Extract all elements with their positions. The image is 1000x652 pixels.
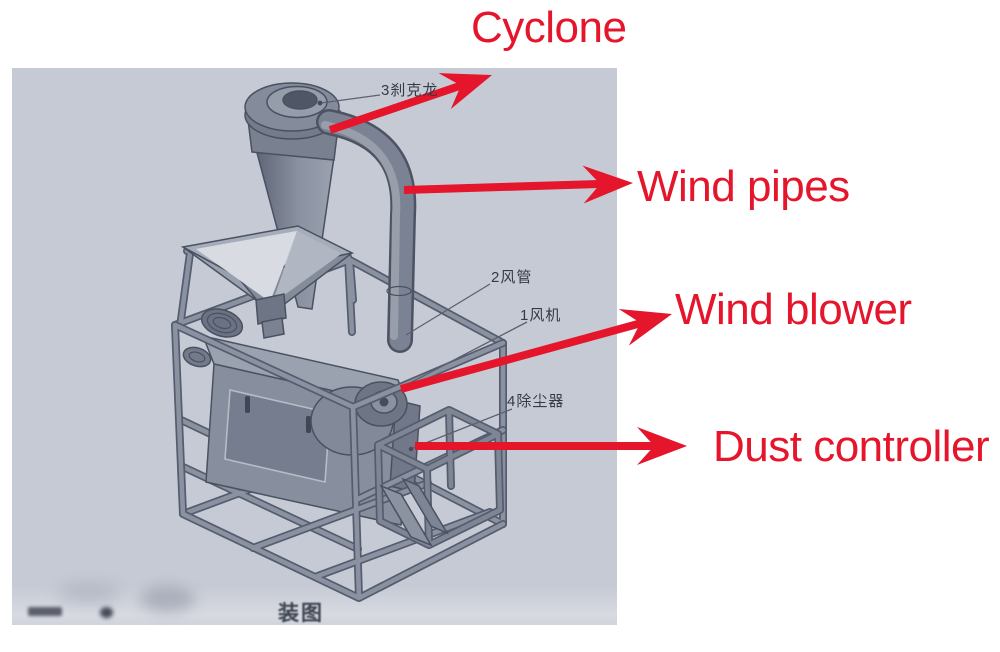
callout-arrows (328, 73, 687, 465)
watermark-smudge (100, 607, 113, 618)
hopper-neck (255, 293, 287, 325)
dust-controller-label: Dust controller (713, 422, 990, 471)
watermark-smudge (28, 607, 62, 616)
watermark-smudge (58, 583, 120, 603)
hopper-inner-wall (196, 231, 297, 302)
door-handle-slot (245, 396, 250, 413)
cyclone-outlet-hole (282, 90, 318, 110)
cyclone-arrow (328, 73, 492, 134)
wind-blower-arrow (399, 309, 672, 393)
wind-blower-label: Wind blower (675, 285, 912, 334)
blower-axle (379, 397, 389, 407)
belt-pulleys (182, 308, 244, 368)
dust-controller-arrow (415, 427, 687, 465)
leader-lines (317, 94, 528, 452)
wind-pipe (316, 109, 417, 353)
cyclone-label: Cyclone (471, 3, 627, 52)
door-handle-slot (306, 416, 311, 433)
pipe-joint-ring (386, 285, 412, 297)
body-door-panel (224, 389, 331, 483)
dust-chutes (379, 477, 449, 547)
annotation-wind-blower: 1风机 (520, 307, 562, 324)
feed-hopper (180, 225, 355, 339)
watermark-smudge (140, 586, 195, 612)
annotation-dust-remover: 4除尘器 (507, 393, 565, 410)
drawing-caption: 装图 (278, 602, 324, 625)
annotation-wind-pipe: 2风管 (491, 269, 533, 286)
wind-pipes-label: Wind pipes (637, 162, 850, 211)
annotation-cyclone: 3刹克龙 (381, 82, 439, 99)
wind-pipes-arrow (403, 165, 633, 204)
canvas-bottom-fade (12, 585, 617, 625)
